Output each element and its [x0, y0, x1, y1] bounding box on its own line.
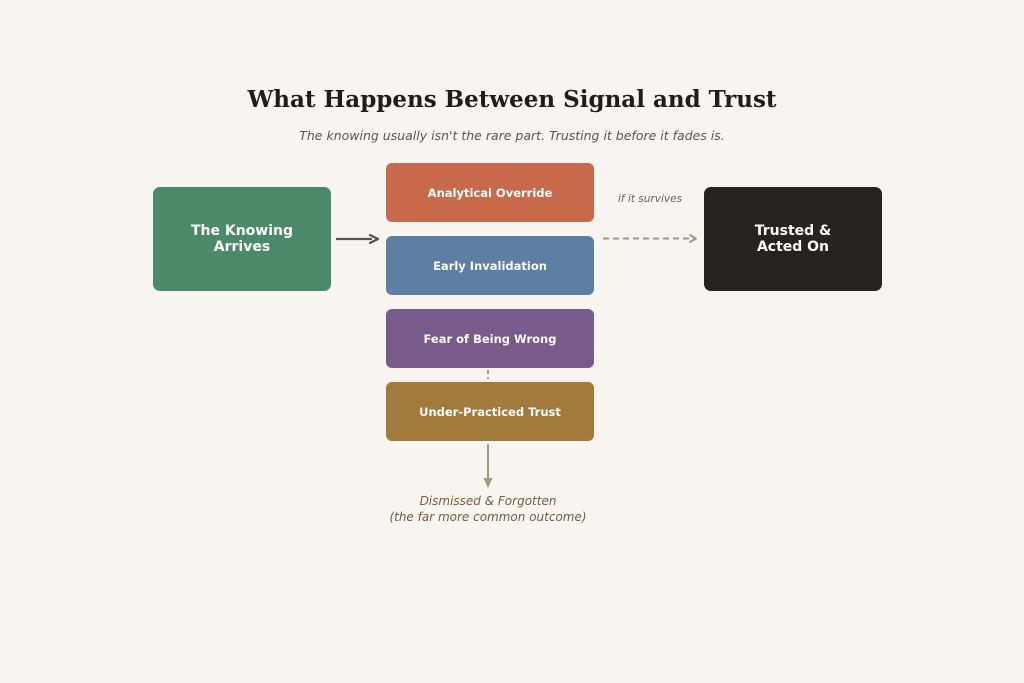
survive-edge-label: if it survives — [617, 193, 683, 205]
knowing-arrives-node: The Knowing Arrives — [153, 187, 331, 291]
outcome-label: Dismissed & Forgotten (the far more comm… — [340, 493, 636, 525]
knowing-arrives-label: The Knowing Arrives — [190, 223, 294, 255]
barrier-fear-of-being-wrong: Fear of Being Wrong — [386, 309, 594, 368]
arrow-survives-head — [689, 234, 697, 243]
page-title: What Happens Between Signal and Trust — [247, 86, 777, 113]
barrier-label: Fear of Being Wrong — [423, 331, 557, 346]
barrier-under-practiced-trust: Under-Practiced Trust — [386, 382, 594, 441]
barrier-early-invalidation: Early Invalidation — [386, 236, 594, 295]
barrier-label: Early Invalidation — [433, 258, 547, 273]
arrow-to-outcome-head — [483, 478, 493, 488]
page-subtitle: The knowing usually isn't the rare part.… — [299, 128, 725, 143]
outcome-line-2: (the far more common outcome) — [389, 510, 587, 524]
barrier-analytical-override: Analytical Override — [386, 163, 594, 222]
barrier-label: Under-Practiced Trust — [419, 404, 561, 419]
outcome-line-1: Dismissed & Forgotten — [419, 494, 557, 508]
arrow-knowing-to-barriers-head — [368, 233, 380, 245]
barrier-label: Analytical Override — [427, 185, 553, 200]
trusted-acted-on-label: Trusted & Acted On — [754, 223, 832, 255]
trusted-acted-on-node: Trusted & Acted On — [704, 187, 882, 291]
